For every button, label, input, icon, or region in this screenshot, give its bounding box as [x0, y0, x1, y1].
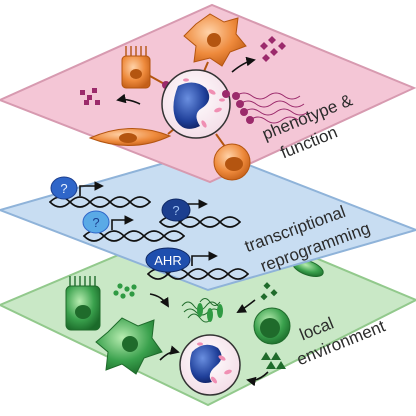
top-layer: phenotype & function — [0, 3, 416, 184]
dna-strand-4 — [147, 251, 249, 280]
svg-text:?: ? — [172, 203, 179, 218]
tf-ahr: AHR — [145, 247, 191, 273]
green-epithelial-cell — [65, 276, 101, 331]
magenta-particles-left — [80, 88, 100, 105]
arrow-particles-to-microbes — [236, 299, 256, 313]
dna-strand-2 — [83, 215, 185, 242]
orange-elongated-cell — [88, 128, 172, 146]
green-small-cells — [197, 303, 223, 322]
svg-text:AHR: AHR — [154, 253, 181, 268]
middle-plane — [0, 148, 416, 292]
arrow-to-left-particles — [116, 93, 141, 105]
svg-text:?: ? — [92, 215, 99, 230]
green-round-cell — [253, 307, 291, 345]
green-triangle-particles — [261, 352, 286, 369]
green-diamond-particles — [260, 282, 278, 301]
tf-unknown-1: ? — [50, 176, 78, 200]
orange-epithelial-cell — [121, 46, 151, 89]
microbe-cluster-top — [232, 92, 309, 124]
arrow-triangles-to-cell — [246, 371, 269, 387]
orange-stellate-cell — [183, 13, 247, 67]
green-metabolite-dots — [113, 283, 137, 299]
bottom-central-immune-cell — [179, 334, 241, 396]
tf-unknown-2: ? — [82, 210, 110, 234]
middle-layer: ? ? ? AHR — [0, 148, 416, 292]
magenta-particles-right — [260, 36, 286, 62]
dna-strand-1 — [49, 181, 151, 208]
top-central-immune-cell — [161, 69, 231, 139]
arrow-to-particles — [231, 56, 256, 73]
green-stellate-cell — [95, 317, 163, 375]
arrow-stellate-to-cell — [159, 345, 180, 361]
tf-unknown-3: ? — [161, 198, 191, 222]
bottom-layer: local environment — [0, 213, 416, 407]
arrow-dots-to-cell — [149, 293, 169, 308]
svg-text:?: ? — [60, 181, 67, 196]
orange-round-cell — [213, 133, 251, 181]
